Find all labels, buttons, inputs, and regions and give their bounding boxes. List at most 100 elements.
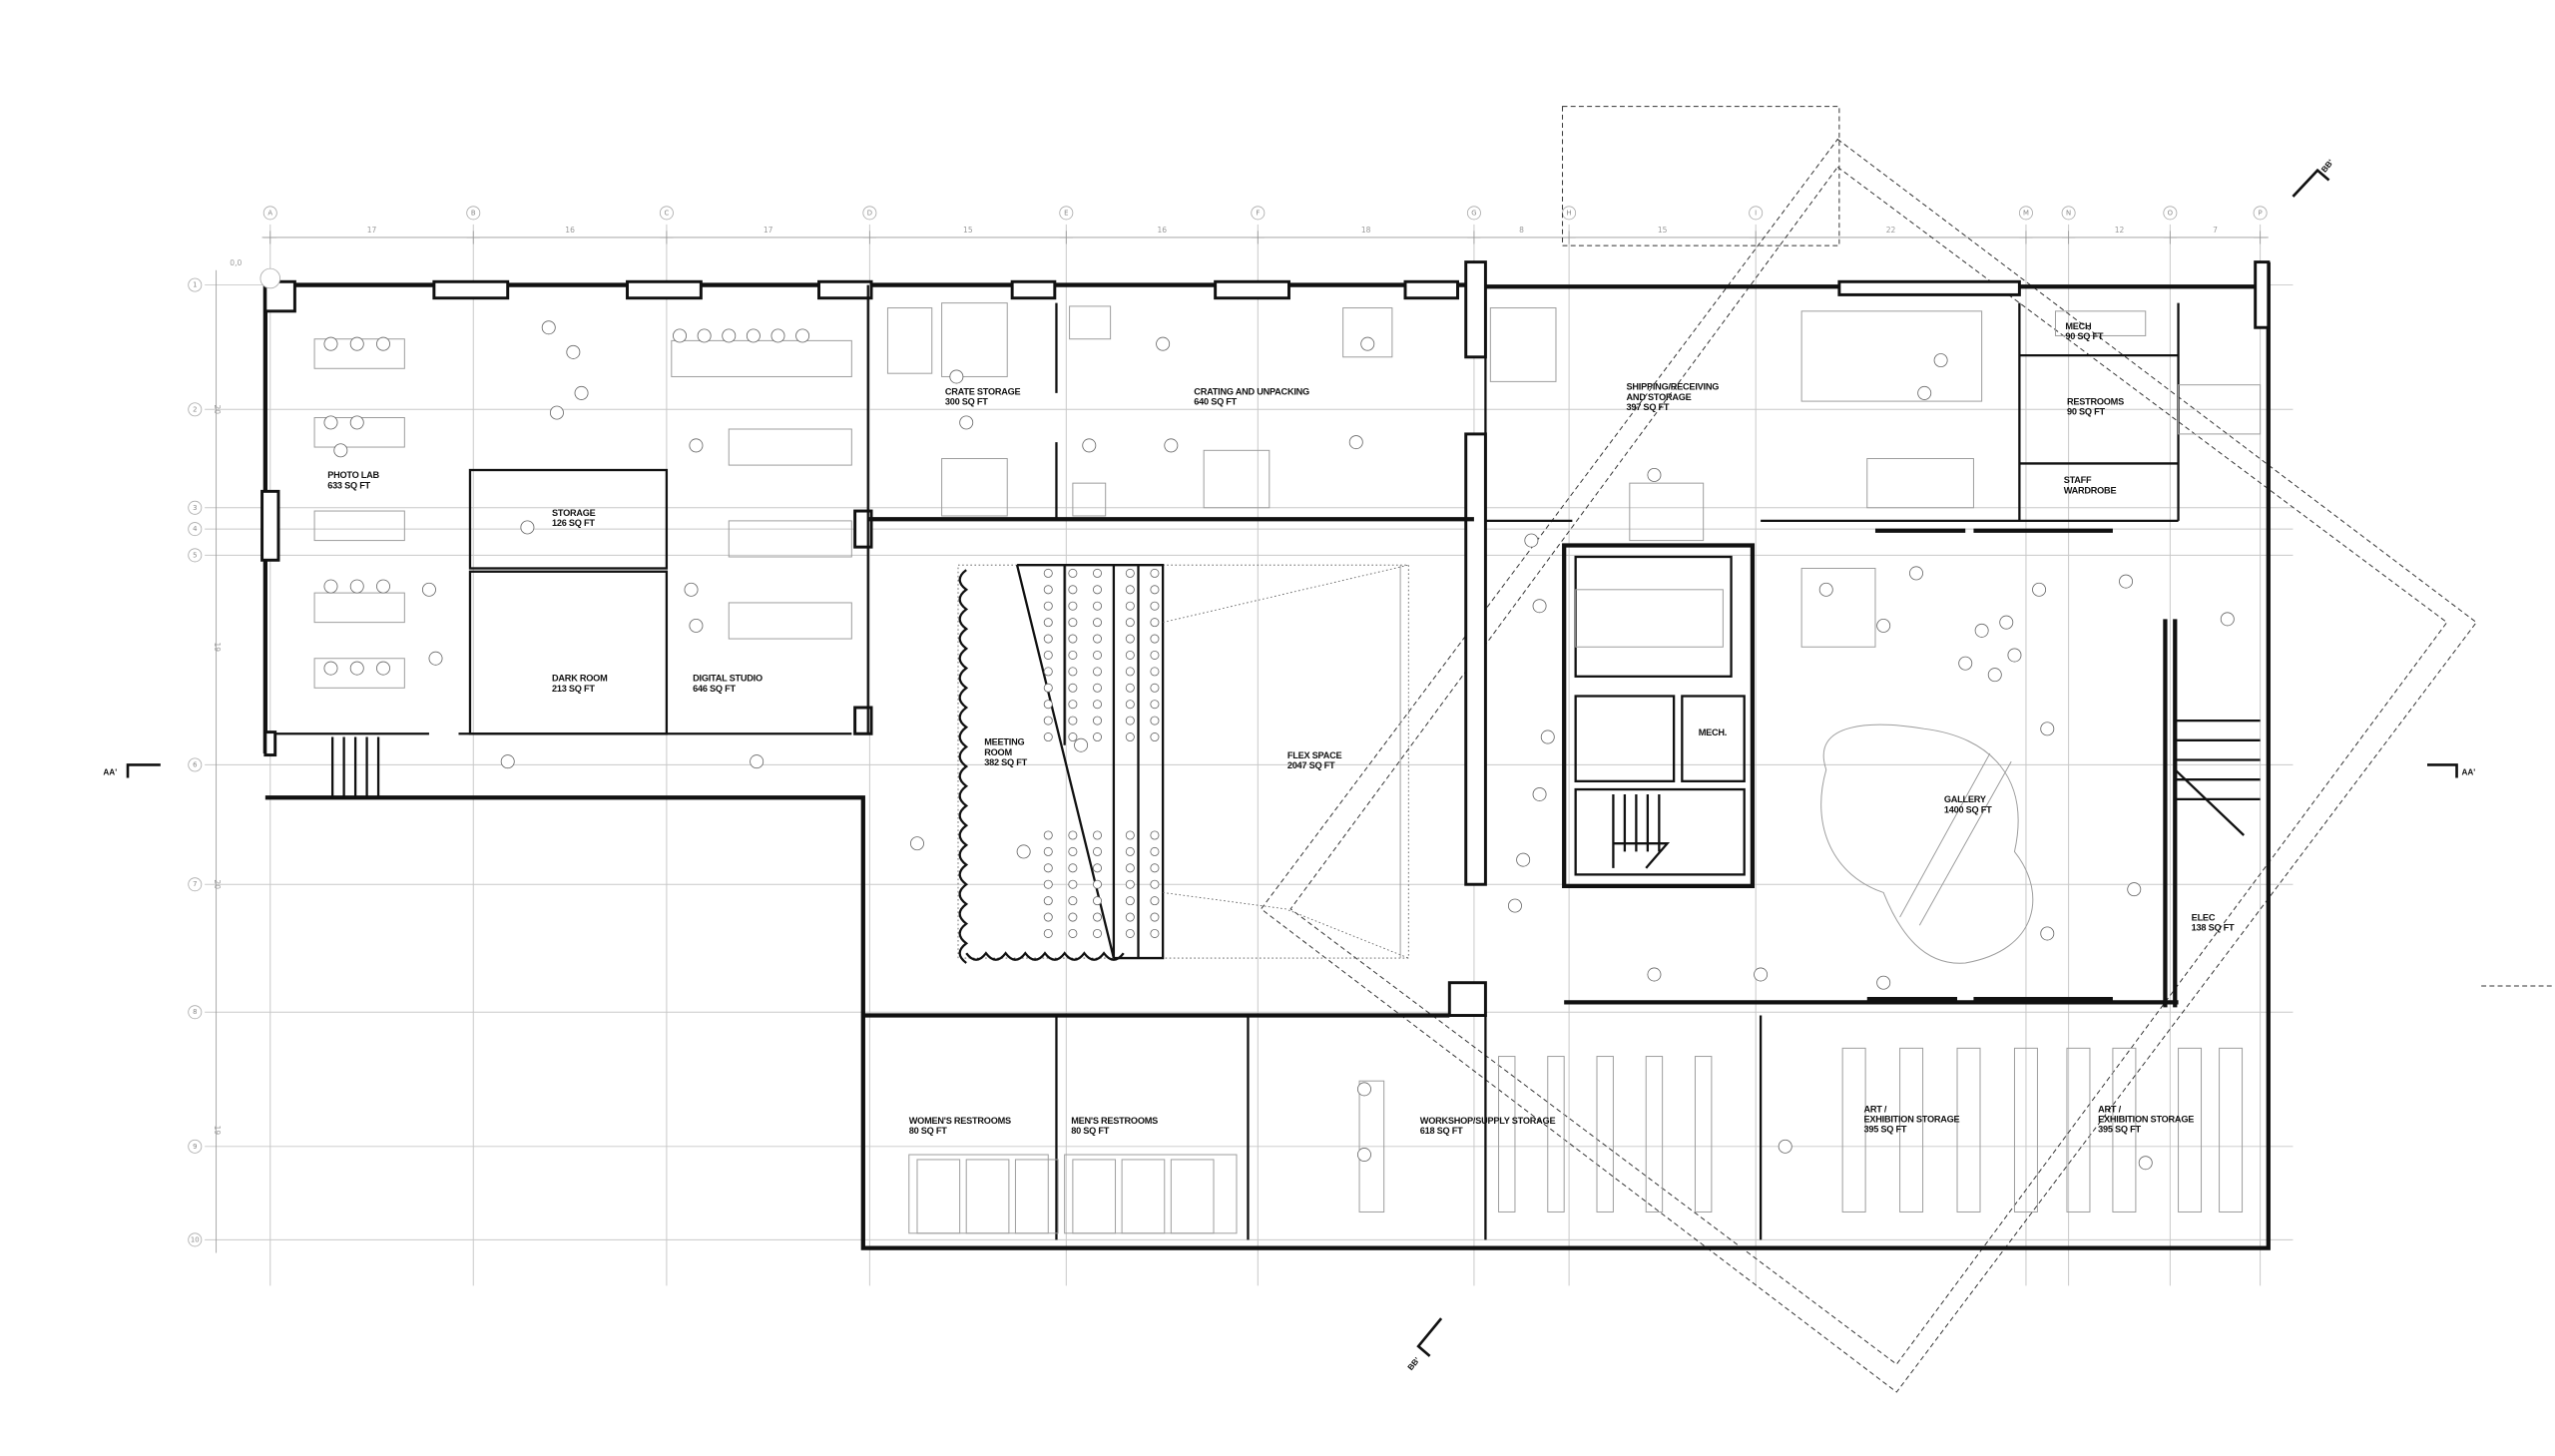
person-figure — [1876, 975, 1891, 990]
person-figure — [1778, 1139, 1792, 1154]
shipping-south-wall — [1484, 302, 2179, 523]
window — [263, 279, 296, 313]
storage-rack — [1841, 1047, 1866, 1213]
storage-room-walls — [468, 468, 669, 570]
column-dimension: 17 — [367, 226, 377, 235]
person-figure — [349, 336, 364, 351]
section-aa-right-icon — [2427, 763, 2458, 778]
person-figure — [549, 405, 564, 420]
audience-figure — [1150, 585, 1160, 595]
person-figure — [1516, 852, 1531, 867]
room-name: DARK ROOM — [552, 674, 608, 684]
grid-row-label: 2 — [193, 405, 197, 413]
audience-figure — [1150, 846, 1160, 856]
column-dimension: 16 — [1158, 226, 1168, 235]
storage-rack — [2219, 1047, 2244, 1213]
room-name: EXHIBITION STORAGE — [2098, 1115, 2194, 1125]
furniture-block — [1575, 589, 1724, 648]
furniture-block — [1069, 305, 1112, 340]
grid-bubble-row — [188, 500, 203, 515]
grid-bubble-column — [659, 206, 674, 221]
column-dimension: 8 — [1519, 226, 1524, 235]
audience-figure — [1125, 700, 1135, 710]
audience-figure — [1068, 683, 1078, 693]
grid-row-label: 9 — [193, 1143, 197, 1151]
room-area: 2047 SQ FT — [1287, 760, 1335, 770]
person-figure — [1532, 786, 1547, 801]
room-name: CRATE STORAGE — [945, 387, 1021, 397]
furniture-block — [1866, 458, 1974, 509]
audience-figure — [1125, 896, 1135, 906]
stairs — [330, 719, 2261, 869]
toilet-stall — [1170, 1159, 1215, 1234]
toilet-stall — [916, 1159, 961, 1234]
person-figure — [1357, 1082, 1371, 1097]
column-dimension: 15 — [1658, 226, 1668, 235]
row-dimension: 19 — [213, 642, 222, 652]
person-figure — [750, 754, 765, 769]
audience-figure — [1043, 585, 1053, 595]
audience-figure — [1043, 928, 1053, 938]
column-dimension: 16 — [565, 226, 575, 235]
audience-figure — [1150, 700, 1160, 710]
outer-wall-south-east — [264, 261, 2271, 1250]
grid-bubble-column — [2061, 206, 2076, 221]
grid-row-label: 1 — [193, 281, 197, 289]
audience-figure — [1043, 667, 1053, 677]
grid-column-label: P — [2259, 209, 2263, 217]
person-figure — [1754, 967, 1769, 982]
person-figure — [333, 443, 348, 458]
audience-figure — [1068, 618, 1078, 628]
audience-figure — [1125, 650, 1135, 660]
gallery-sculpture — [1800, 567, 2034, 964]
person-figure — [2138, 1156, 2153, 1171]
room-name: MEETING — [984, 737, 1024, 747]
audience-figure — [1092, 879, 1102, 889]
audience-figure — [1068, 700, 1078, 710]
storage-rack — [1956, 1047, 1981, 1213]
audience-figure — [1150, 601, 1160, 611]
audience-figure — [1150, 830, 1160, 840]
audience-figure — [1043, 683, 1053, 693]
row-dimension: 19 — [213, 1126, 222, 1136]
person-figure — [2127, 882, 2142, 897]
display-plinth — [1800, 567, 1876, 648]
audience-figure — [1150, 618, 1160, 628]
grid-bubble-column — [1251, 206, 1266, 221]
grid-bubble-row — [188, 522, 203, 537]
person-figure — [1532, 599, 1547, 614]
grid-row-label: 8 — [193, 1008, 197, 1016]
person-figure — [2119, 574, 2134, 589]
furniture-block — [313, 510, 405, 542]
audience-figure — [1068, 732, 1078, 742]
storage-rack — [2013, 1047, 2038, 1213]
audience-figure — [1068, 568, 1078, 578]
column-pier — [1447, 981, 1487, 1018]
toilet-stall — [1014, 1159, 1059, 1234]
grid-column-label: F — [1256, 209, 1260, 217]
audience-figure — [1068, 585, 1078, 595]
person-figure — [1357, 1148, 1371, 1162]
person-figure — [2040, 926, 2055, 941]
grid-row-label: 10 — [191, 1235, 200, 1243]
storage-rack — [1547, 1056, 1565, 1213]
sculpture-band — [1899, 752, 2012, 926]
person-figure — [1818, 582, 1833, 597]
dark-room-walls — [468, 570, 669, 735]
row-dimension: 20 — [213, 879, 222, 889]
grid-column-label: I — [1755, 209, 1757, 217]
person-figure — [770, 328, 785, 343]
toilet-stall — [965, 1159, 1010, 1234]
section-aa-left-label: AA' — [103, 767, 117, 776]
room-name: ELEC — [2192, 912, 2216, 922]
audience-figure — [1150, 732, 1160, 742]
elec-wall — [2163, 619, 2178, 1008]
person-figure — [1876, 618, 1891, 633]
audience-figure — [1043, 830, 1053, 840]
people-figures — [323, 320, 2235, 1171]
room-area: 618 SQ FT — [1420, 1126, 1463, 1136]
